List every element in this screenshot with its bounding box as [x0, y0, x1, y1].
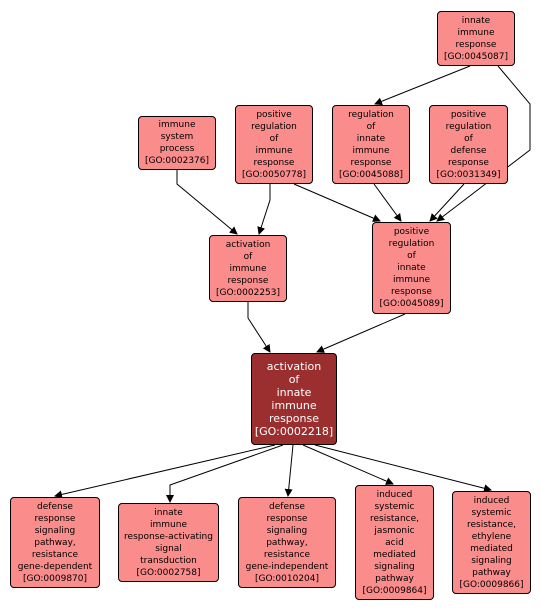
edge-GO0045088-to-GO0045089	[373, 183, 402, 222]
node-positive-regulation-of-innate-immune-response[interactable]: positive regulation of innate immune res…	[372, 222, 451, 314]
node-induced-systemic-resistance-ethylene[interactable]: induced systemic resistance, ethylene me…	[452, 491, 531, 594]
node-activation-of-innate-immune-response[interactable]: activation of innate immune response [GO…	[251, 353, 337, 445]
node-innate-immune-response-activating-signal-transduction[interactable]: innate immune response-activating signal…	[118, 503, 219, 582]
edge-GO0050778-to-GO0002253	[257, 184, 271, 235]
edge-GO0002218-to-GO0009864	[302, 444, 394, 485]
node-innate-immune-response[interactable]: innate immune response [GO:0045087]	[437, 11, 515, 66]
node-induced-systemic-resistance-jasmonic-acid[interactable]: induced systemic resistance, jasmonic ac…	[355, 485, 434, 600]
node-defense-response-signaling-resistance-gene-independent[interactable]: defense response signaling pathway, resi…	[238, 497, 336, 588]
edge-GO0045087-to-GO0045088	[374, 65, 471, 106]
node-defense-response-signaling-resistance-gene-dependent[interactable]: defense response signaling pathway, resi…	[10, 497, 100, 588]
node-positive-regulation-of-defense-response[interactable]: positive regulation of defense response …	[429, 105, 508, 184]
edge-GO0045089-to-GO0002218	[316, 313, 406, 353]
node-immune-system-process[interactable]: immune system process [GO:0002376]	[138, 116, 216, 170]
edge-GO0002218-to-GO0010204	[284, 444, 294, 497]
edge-GO0002376-to-GO0002253	[176, 170, 238, 235]
edge-GO0002218-to-GO0002758	[166, 444, 284, 503]
edge-GO0045087-to-GO0045089	[436, 65, 531, 222]
edge-GO0002218-to-GO0009866	[314, 444, 492, 493]
node-positive-regulation-of-immune-response[interactable]: positive regulation of immune response […	[235, 105, 313, 184]
edge-GO0031349-to-GO0045089	[429, 183, 465, 222]
edge-GO0050778-to-GO0045089	[293, 183, 381, 222]
edge-GO0002253-to-GO0002218	[247, 302, 271, 353]
edge-GO0002218-to-GO0009870	[54, 444, 276, 499]
node-regulation-of-innate-immune-response[interactable]: regulation of innate immune response [GO…	[332, 105, 410, 184]
node-activation-of-immune-response[interactable]: activation of immune response [GO:000225…	[209, 235, 287, 302]
